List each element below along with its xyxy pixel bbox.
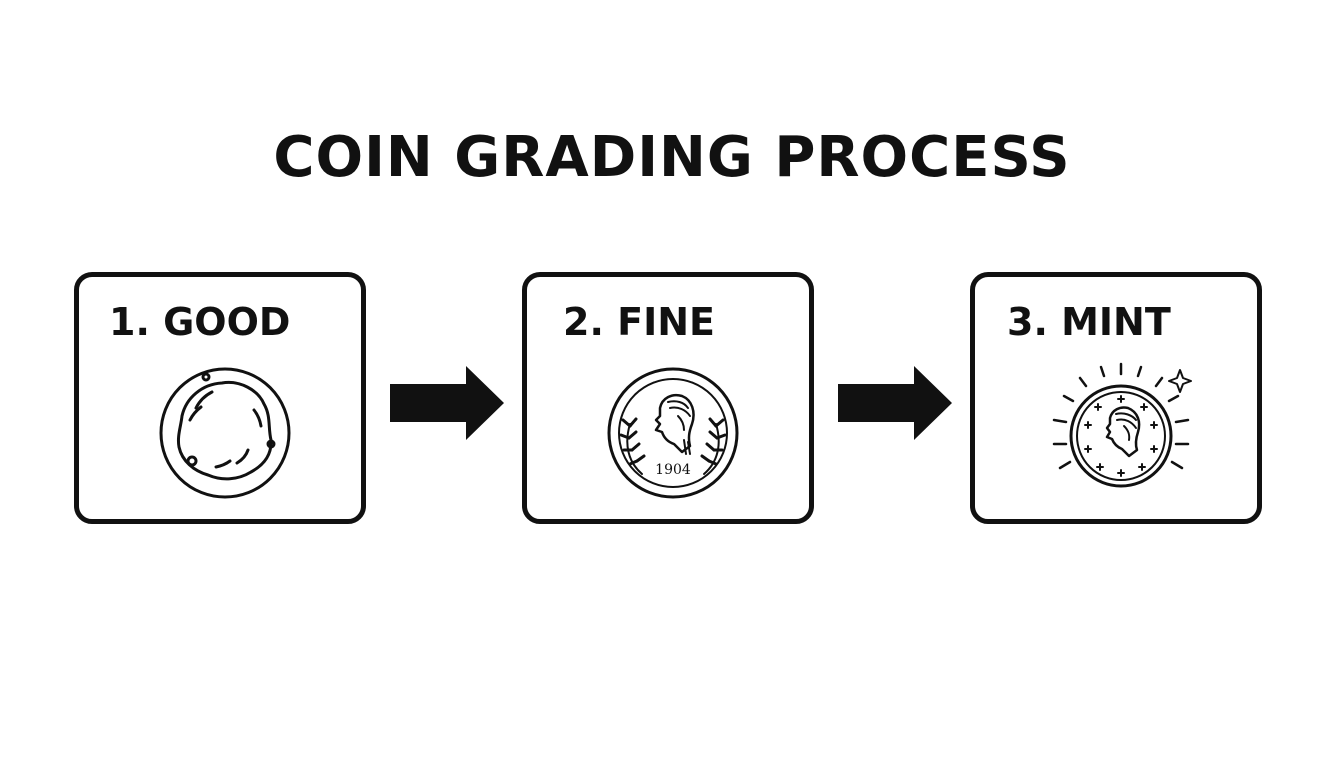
coin-year: 1904 (655, 462, 691, 478)
arrow-right-icon (838, 366, 952, 440)
stage-card-good: 1. GOOD (74, 272, 366, 524)
stage-card-fine: 2. FINE 1904 (522, 272, 814, 524)
stage-label-fine: 2. FINE (563, 300, 715, 344)
portrait-coin-icon: 1904 (607, 367, 739, 499)
stage-label-good: 1. GOOD (109, 300, 291, 344)
stage-card-mint: 3. MINT (970, 272, 1262, 524)
shiny-coin-icon (1052, 362, 1192, 488)
stage-label-mint: 3. MINT (1007, 300, 1171, 344)
worn-coin-icon (159, 367, 291, 499)
arrow-right-icon (390, 366, 504, 440)
page-title: COIN GRADING PROCESS (273, 125, 1071, 190)
